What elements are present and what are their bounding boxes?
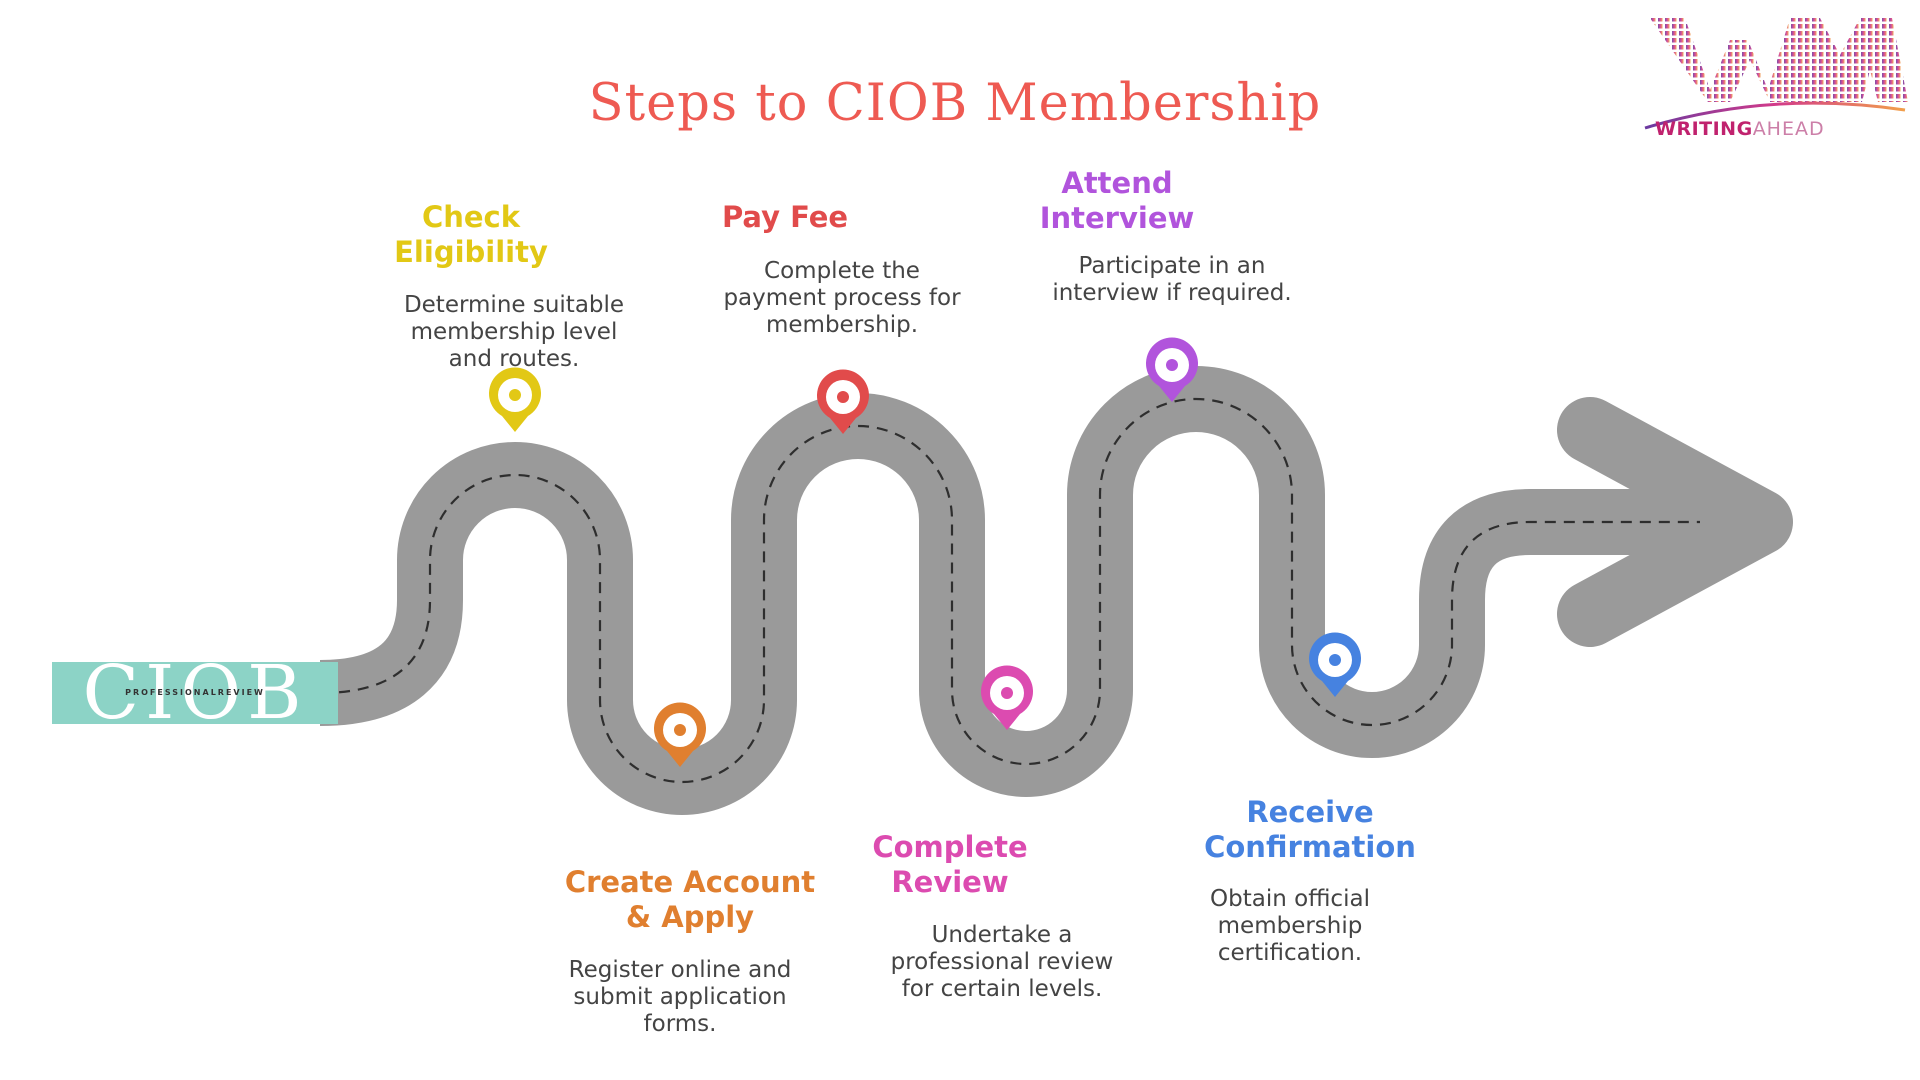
ciob-badge-main: CIOB [82,662,308,724]
step-1-pin-icon [489,367,541,432]
page-title: Steps to CIOB Membership [588,74,1322,133]
ciob-badge: CIOB PROFESSIONALREVIEW [52,662,338,724]
step-6-pin-icon [1309,632,1361,697]
writing-ahead-logo [1644,18,1908,130]
logo-wordmark: WRITINGAHEAD [1655,118,1825,140]
step-2-pin-icon [654,702,706,767]
step-5-pin-icon [1146,337,1198,402]
step-4-pin-icon [981,665,1033,730]
step-3-title: Pay Fee [721,200,849,234]
step-2-title: Create Account& Apply [564,865,816,934]
step-3-pin-icon [817,369,869,434]
ciob-badge-sub: PROFESSIONALREVIEW [125,688,265,697]
